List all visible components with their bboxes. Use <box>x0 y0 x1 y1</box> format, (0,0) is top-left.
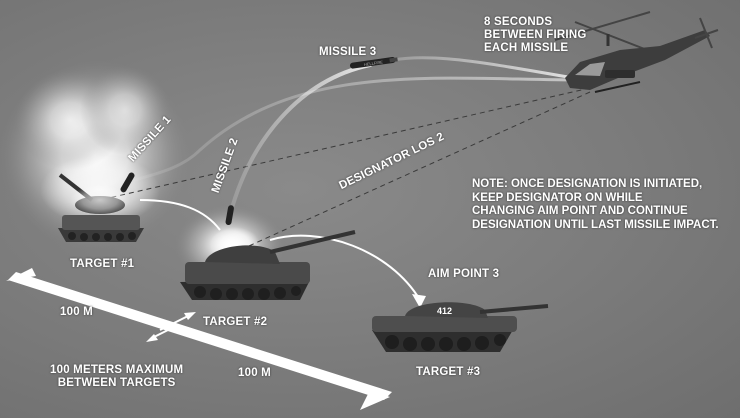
max-spacing-line-1: 100 METERS MAXIMUM <box>50 364 184 376</box>
target-2-label: TARGET #2 <box>203 316 268 328</box>
note-line-4: DESIGNATION UNTIL LAST MISSILE IMPACT. <box>472 218 719 231</box>
designation-note: NOTE: ONCE DESIGNATION IS INITIATED, KEE… <box>472 178 734 232</box>
firing-interval-label: 8 SECONDS BETWEEN FIRING EACH MISSILE <box>484 16 586 55</box>
max-spacing-label: 100 METERS MAXIMUM BETWEEN TARGETS <box>50 364 183 390</box>
distance-label-1: 100 M <box>60 306 93 318</box>
target-3-label: TARGET #3 <box>416 366 481 378</box>
tank-3: 412 <box>372 302 549 352</box>
firing-interval-line-3: EACH MISSILE <box>484 42 569 54</box>
missile-1-body <box>120 172 135 193</box>
note-line-3: CHANGING AIM POINT AND CONTINUE <box>472 205 688 217</box>
missile-2-body <box>225 205 234 226</box>
shift-arrow-target-1 <box>139 199 221 231</box>
missile-3-label: MISSILE 3 <box>319 46 377 58</box>
distance-bar <box>6 268 392 410</box>
aim-point-3-label: AIM POINT 3 <box>428 268 500 280</box>
note-line-1: NOTE: ONCE DESIGNATION IS INITIATED, <box>472 178 703 190</box>
max-spacing-line-2: BETWEEN TARGETS <box>57 377 176 389</box>
tank-2 <box>180 230 356 300</box>
aim-point-arrow <box>269 234 426 308</box>
firing-interval-line-2: BETWEEN FIRING <box>484 29 587 41</box>
tank-3-hull-number: 412 <box>437 306 452 316</box>
target-1-label: TARGET #1 <box>70 258 135 270</box>
tank-1 <box>58 173 144 242</box>
note-line-2: KEEP DESIGNATOR ON WHILE <box>472 191 643 204</box>
firing-interval-line-1: 8 SECONDS <box>484 16 553 28</box>
designator-los-lines <box>99 87 591 251</box>
distance-label-2: 100 M <box>238 367 271 379</box>
helicopter <box>554 11 719 93</box>
missile-3-body: HELLFIRE <box>349 57 398 69</box>
svg-text:HELLFIRE: HELLFIRE <box>364 59 384 67</box>
